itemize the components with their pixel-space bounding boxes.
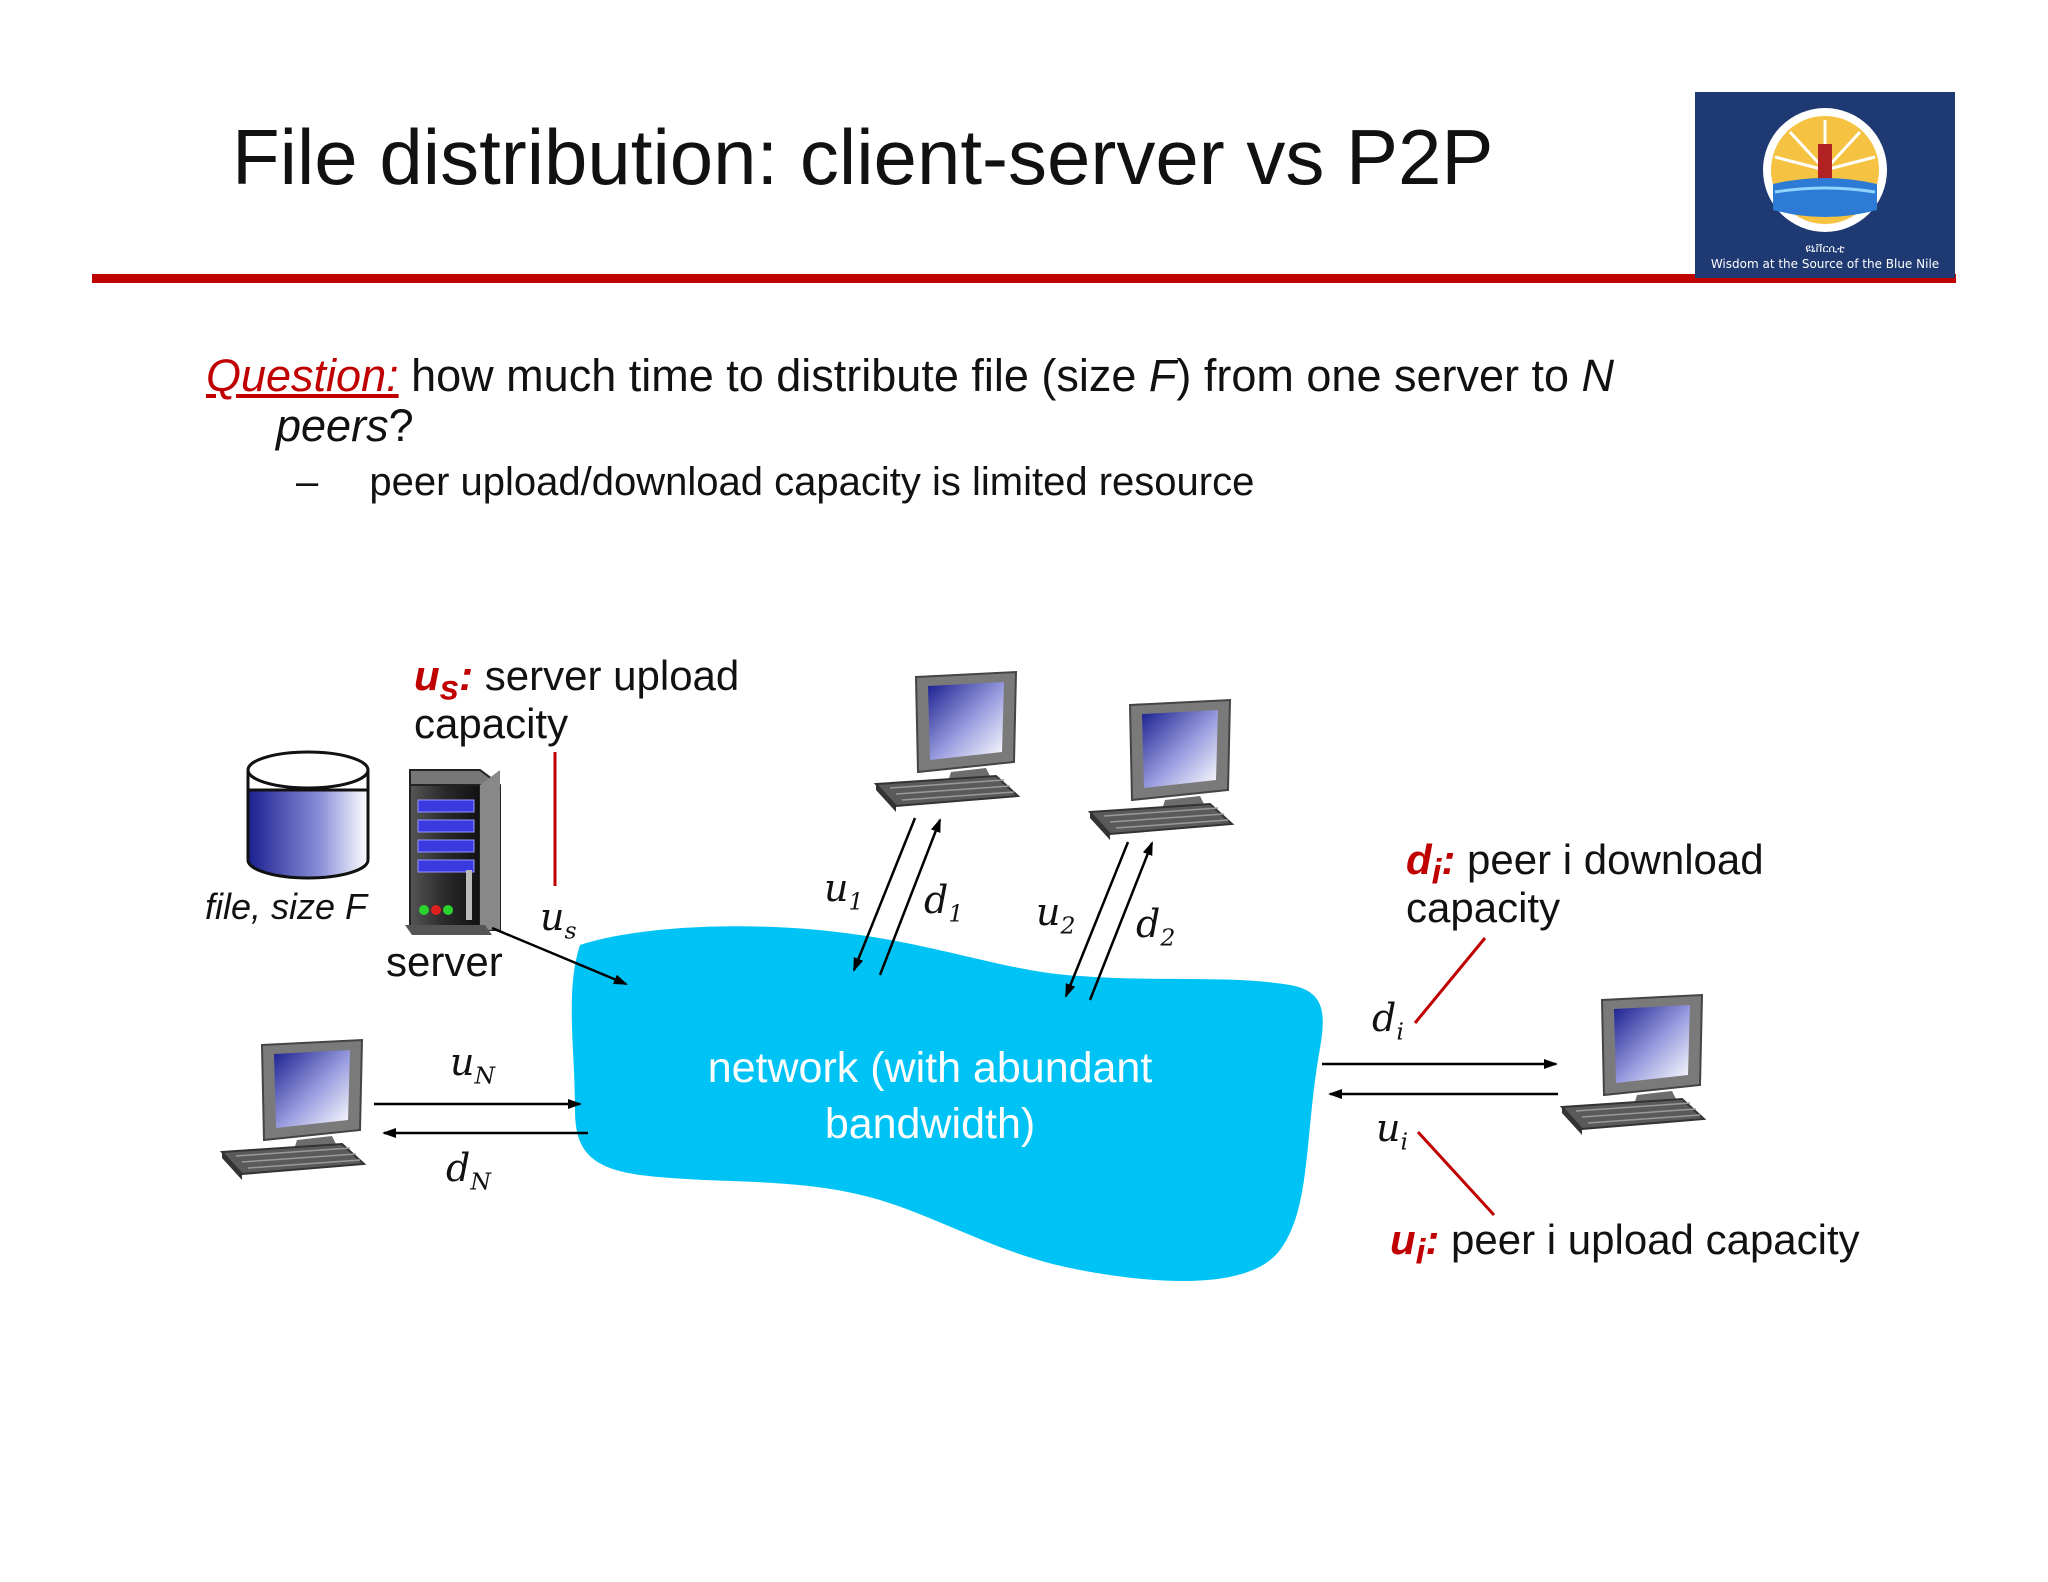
di-desc-line2: capacity xyxy=(1406,884,1561,931)
question-var-f: F xyxy=(1148,350,1177,401)
di-pointer-line xyxy=(1413,937,1487,1024)
question-peers: peers xyxy=(276,400,389,451)
university-logo: ዩኒቨርሲቲ Wisdom at the Source of the Blue … xyxy=(1695,92,1955,278)
us-desc-line1: server upload xyxy=(473,652,740,699)
u1-label: u1 xyxy=(824,866,864,916)
svg-text:ዩኒቨርሲቲ: ዩኒቨርሲቲ xyxy=(1805,242,1845,255)
di-label: di xyxy=(1372,996,1404,1046)
d2-label: d2 xyxy=(1136,902,1176,952)
us-title: us: xyxy=(414,652,474,708)
d2-arrow xyxy=(1088,841,1154,1001)
bullet-dash: – xyxy=(296,460,319,504)
u2-arrow xyxy=(1064,841,1130,998)
us-description: us: server upload xyxy=(414,652,739,708)
question-line-1: Question: how much time to distribute fi… xyxy=(206,350,1614,402)
file-cylinder-icon xyxy=(246,750,370,880)
d1-arrow xyxy=(878,818,942,976)
network-label: network (with abundant bandwidth) xyxy=(560,1040,1300,1152)
peer-i-computer-icon xyxy=(1561,994,1705,1136)
us-label: us xyxy=(540,895,577,945)
ui-pointer-line xyxy=(1416,1130,1496,1217)
question-mark: ? xyxy=(388,400,414,451)
server-icon xyxy=(405,769,501,935)
d1-label: d1 xyxy=(924,878,964,928)
network-cloud xyxy=(571,926,1323,1282)
network-label-line2: bandwidth) xyxy=(824,1100,1036,1148)
logo-motto: Wisdom at the Source of the Blue Nile xyxy=(1711,257,1939,271)
server-upload-arrow xyxy=(491,926,628,986)
bullet-text: peer upload/download capacity is limited… xyxy=(369,460,1255,504)
di-desc-line1: peer i download xyxy=(1455,836,1764,883)
ui-label: ui xyxy=(1376,1106,1409,1156)
u1-arrow xyxy=(852,817,917,972)
un-label: uN xyxy=(450,1040,496,1090)
slide-title: File distribution: client-server vs P2P xyxy=(232,113,1494,201)
peer-1-computer-icon xyxy=(875,671,1019,813)
question-line-2: peers? xyxy=(276,400,414,452)
peer-2-computer-icon xyxy=(1089,699,1233,841)
file-label: file, size F xyxy=(205,886,368,927)
server-label: server xyxy=(386,938,503,985)
peer-n-computer-icon xyxy=(221,1039,365,1181)
question-var-n: N xyxy=(1581,350,1615,401)
question-text-mid: ) from one server to xyxy=(1176,350,1582,401)
question-text-before: how much time to distribute file (size xyxy=(398,350,1149,401)
di-title: di: xyxy=(1406,836,1456,892)
question-bullet: – peer upload/download capacity is limit… xyxy=(296,460,1254,505)
dn-label: dN xyxy=(446,1146,491,1196)
u2-label: u2 xyxy=(1036,890,1076,940)
ui-title: ui: xyxy=(1390,1216,1440,1272)
ui-description: ui: peer i upload capacity xyxy=(1390,1216,1860,1272)
question-label: Question: xyxy=(206,350,399,401)
network-label-line1: network (with abundant xyxy=(707,1044,1153,1092)
title-underline xyxy=(92,274,1956,283)
us-desc-line2: capacity xyxy=(414,700,569,747)
ui-desc: peer i upload capacity xyxy=(1439,1216,1860,1263)
di-description: di: peer i download xyxy=(1406,836,1764,892)
